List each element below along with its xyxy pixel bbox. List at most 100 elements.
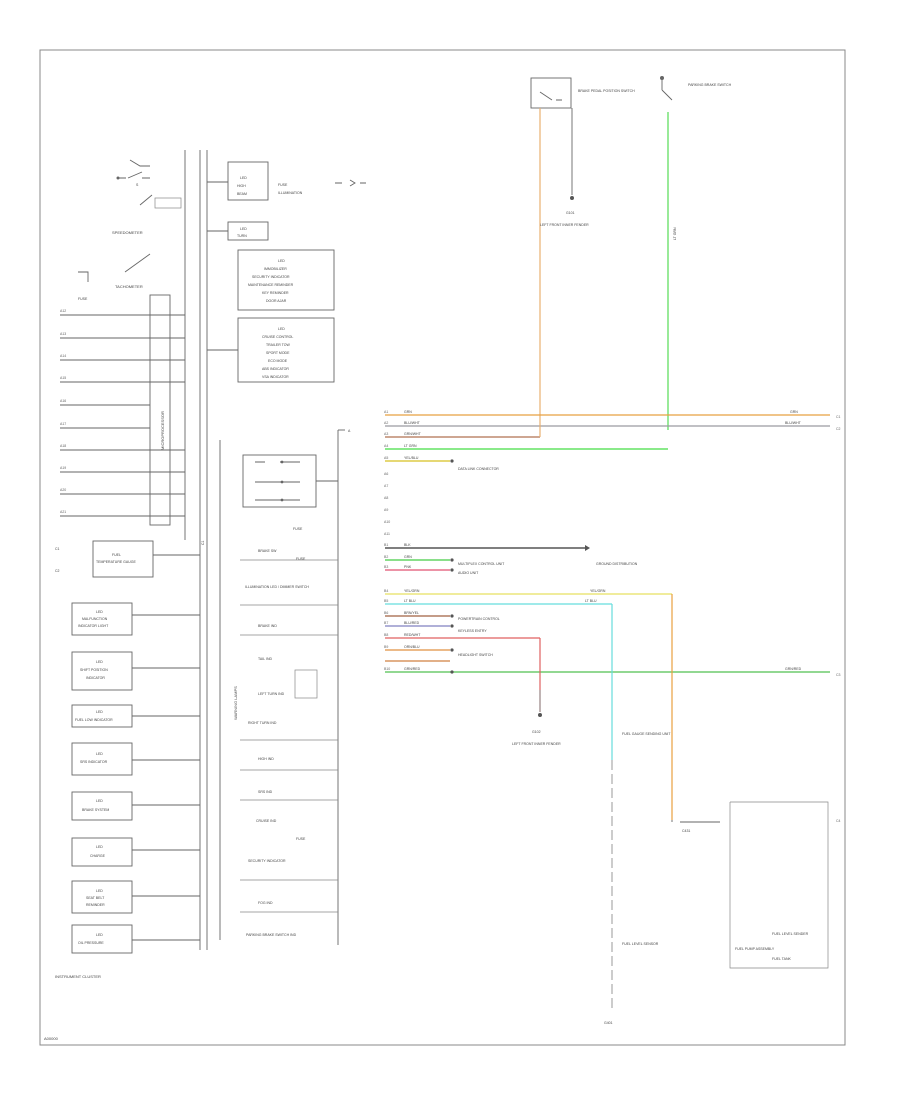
- top-box-1-text: HIGH: [237, 184, 246, 188]
- left-box-5-title: LED: [96, 752, 103, 756]
- wire-b5-color: LT BLU: [404, 599, 416, 603]
- parking-switch-label: PARKING BRAKE SWITCH: [688, 83, 732, 87]
- info-box-2-line-1: LED: [278, 327, 285, 331]
- svg-text:A15: A15: [60, 376, 66, 380]
- mid-label-3: BRAKE IND: [258, 624, 277, 628]
- wire-a1-pin: A1: [384, 410, 388, 414]
- info-box-2-line-6: ABS INDICATOR: [262, 367, 289, 371]
- wire-b2-color: GRN: [404, 555, 412, 559]
- wire-b9-pin: B9: [384, 645, 388, 649]
- top-box-2-title: LED: [240, 227, 247, 231]
- svg-text:A: A: [348, 429, 351, 433]
- left-box-4-text: FUEL LOW INDICATOR: [75, 718, 113, 722]
- svg-text:A18: A18: [60, 444, 66, 448]
- wire-b3-pin: B3: [384, 565, 388, 569]
- wire-b7-color: BLU/RED: [404, 621, 420, 625]
- wire-b9-color: ORN/BLU: [404, 645, 420, 649]
- left-box-9-title: LED: [96, 933, 103, 937]
- ground-1-desc: LEFT FRONT INNER FENDER: [540, 223, 589, 227]
- svg-text:C3: C3: [836, 673, 841, 677]
- left-box-6-title: LED: [96, 799, 103, 803]
- fuel-sensor-left: FUEL LEVEL SENSOR: [622, 942, 659, 946]
- fuel-connector: C431: [682, 829, 690, 833]
- info-box-1-line-1: LED: [278, 259, 285, 263]
- info-box-2-line-5: ECO MODE: [268, 359, 288, 363]
- info-box-1-line-2: IMMOBILIZER: [264, 267, 287, 271]
- left-box-2-title: LED: [96, 610, 103, 614]
- wire-b6-color: BRN/YEL: [404, 611, 419, 615]
- info-box-2-line-2: CRUISE CONTROL: [262, 335, 293, 339]
- svg-text:C1: C1: [836, 415, 841, 419]
- mid-label-list: BRAKE SW FUSE ILLUMINATION LED / DIMMER …: [240, 527, 338, 937]
- mid-label-2: ILLUMINATION LED / DIMMER SWITCH: [245, 585, 309, 589]
- left-pin-labels: A12 A13 A14 A15 A16 A17 A18 A19 A20 A21: [60, 309, 66, 514]
- fuel-sender-right-2: FUEL TANK: [772, 957, 791, 961]
- mid-label-11: FOG IND: [258, 901, 273, 905]
- svg-text:C1: C1: [55, 547, 60, 551]
- bottom-wire-labels: B1 BLK GROUND DISTRIBUTION B2 GRN MULTIP…: [384, 543, 802, 671]
- svg-text:A10: A10: [384, 520, 390, 524]
- top-box-1-side: FUSE: [278, 183, 288, 187]
- svg-text:A11: A11: [384, 532, 390, 536]
- wire-b3-note: AUDIO UNIT: [458, 571, 479, 575]
- info-box-2-line-4: SPORT MODE: [266, 351, 290, 355]
- speedometer-label: SPEEDOMETER: [112, 230, 143, 235]
- wire-b7-note: KEYLESS ENTRY: [458, 629, 487, 633]
- left-box-2-text2: INDICATOR LIGHT: [78, 624, 109, 628]
- wire-b5-pin: B5: [384, 599, 388, 603]
- svg-text:C2: C2: [836, 427, 841, 431]
- fuel-pump-assembly: FUEL PUMP ASSEMBLY: [735, 947, 775, 951]
- top-wire-labels: A1 GRN GRN A2 BLU/WHT BLU/WHT A3 GRN/WHT…: [384, 410, 802, 471]
- top-box-2-text: TURN: [237, 234, 247, 238]
- fuel-sender-right-1: FUEL LEVEL SENDER: [772, 932, 809, 936]
- wire-b4-color: YEL/GRN: [404, 589, 420, 593]
- wire-a1-right: GRN: [790, 410, 798, 414]
- wire-b3-color: PNK: [404, 565, 412, 569]
- wire-b1-color: BLK: [404, 543, 411, 547]
- left-box-4-title: LED: [96, 710, 103, 714]
- top-box-1-side2: ILLUMINATION: [278, 191, 303, 195]
- left-box-3-text2: INDICATOR: [86, 676, 105, 680]
- svg-text:A9: A9: [384, 508, 388, 512]
- wire-b10-pin: B10: [384, 667, 390, 671]
- wire-b2-note: MULTIPLEX CONTROL UNIT: [458, 562, 505, 566]
- info-box-1-line-3: SECURITY INDICATOR: [252, 275, 290, 279]
- mid-label-9: CRUISE IND: [256, 819, 277, 823]
- left-box-1-title: FUEL: [112, 553, 121, 557]
- left-box-2-text: MALFUNCTION: [82, 617, 108, 621]
- svg-text:A19: A19: [60, 466, 66, 470]
- wire-a2-pin: A2: [384, 421, 388, 425]
- wire-b4-note: YEL/GRN: [590, 589, 606, 593]
- svg-text:G401: G401: [604, 1021, 613, 1025]
- mid-label-1: BRAKE SW: [258, 549, 277, 553]
- mid-label-10: SECURITY INDICATOR: [248, 859, 286, 863]
- left-box-7-text: CHARGE: [90, 854, 106, 858]
- left-box-9-text: OIL PRESSURE: [78, 941, 104, 945]
- wire-a4-pin: A4: [384, 444, 388, 448]
- ground-3-desc: LEFT FRONT INNER FENDER: [512, 742, 561, 746]
- ground-3: G102: [532, 730, 541, 734]
- mid-label-4: TAIL IND: [258, 657, 272, 661]
- wire-b6-pin: B6: [384, 611, 388, 615]
- wire-a3-pin: A3: [384, 432, 388, 436]
- wire-b7-pin: B7: [384, 621, 388, 625]
- svg-text:A7: A7: [384, 484, 388, 488]
- svg-text:A13: A13: [60, 332, 66, 336]
- wire-b8-color: RED/WHT: [404, 633, 421, 637]
- wire-b5-note: LT BLU: [585, 599, 597, 603]
- microprocessor-bus: [149, 294, 171, 526]
- info-box-1-line-4: MAINTENANCE REMINDER: [248, 283, 294, 287]
- wire-a2-right: BLU/WHT: [785, 421, 802, 425]
- left-box-3-text: SHIFT POSITION: [80, 668, 108, 672]
- left-box-1-text: TEMPERATURE GAUGE: [96, 560, 136, 564]
- top-box-1-text2: BEAM: [237, 192, 247, 196]
- info-box-2-line-7: VSA INDICATOR: [262, 375, 289, 379]
- ground-1: G101: [566, 211, 575, 215]
- wire-a5-color: YEL/BLU: [404, 456, 419, 460]
- brake-switch-label: BRAKE PEDAL POSITION SWITCH: [578, 89, 635, 93]
- wire-b1-pin: B1: [384, 543, 388, 547]
- wire-a1-color: GRN: [404, 410, 412, 414]
- fuel-gauge-sending-unit: FUEL GAUGE SENDING UNIT: [622, 732, 671, 736]
- wire-b10-right: GRN/RED: [785, 667, 802, 671]
